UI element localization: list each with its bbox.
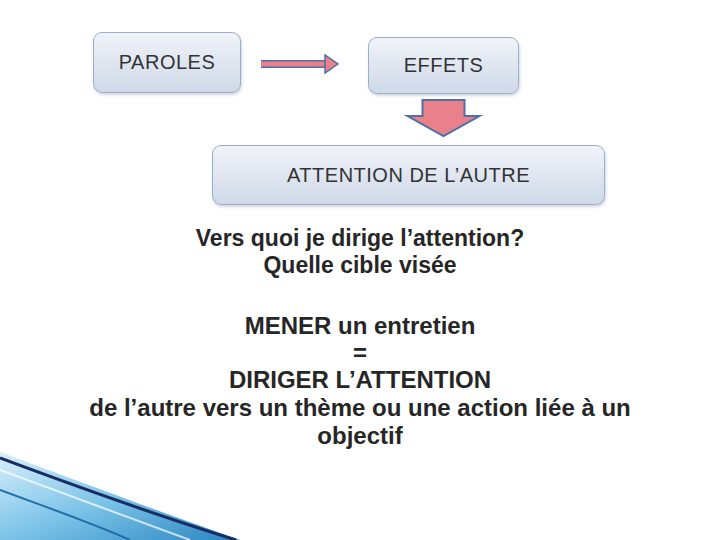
statement-line: Vers quoi je dirige l’attention? (196, 225, 524, 251)
statement-text: = (40, 339, 680, 367)
statement-line: Quelle cible visée (263, 252, 456, 278)
swoosh-band (0, 452, 240, 540)
process-box: PAROLES (93, 32, 241, 93)
statement-text: Quelle cible visée (40, 252, 680, 278)
swoosh-line (0, 490, 130, 540)
block-arrow (408, 100, 480, 136)
statement-text: de l’autre vers un thème ou une action l… (60, 394, 660, 450)
flow-arrow (261, 55, 338, 73)
process-box: EFFETS (368, 37, 519, 94)
swoosh-line (0, 458, 236, 540)
arrow-outline (261, 60, 326, 68)
swoosh-line (0, 470, 190, 540)
statement-line: de l’autre vers un thème ou une action l… (60, 394, 660, 450)
statement-text: Vers quoi je dirige l’attention? (40, 225, 680, 251)
statement-line: DIRIGER L’ATTENTION (229, 366, 491, 394)
process-box: ATTENTION DE L’AUTRE (212, 145, 605, 205)
statement-line: MENER un entretien (245, 312, 476, 340)
arrow-head (325, 55, 338, 73)
statement-text: DIRIGER L’ATTENTION (40, 366, 680, 394)
statement-line: = (353, 339, 367, 367)
box-label: ATTENTION DE L’AUTRE (287, 164, 530, 187)
box-label: PAROLES (119, 51, 216, 74)
statement-text: MENER un entretien (40, 312, 680, 340)
flow-arrow (408, 100, 480, 136)
arrow-shaft (261, 62, 326, 67)
box-label: EFFETS (404, 54, 484, 77)
